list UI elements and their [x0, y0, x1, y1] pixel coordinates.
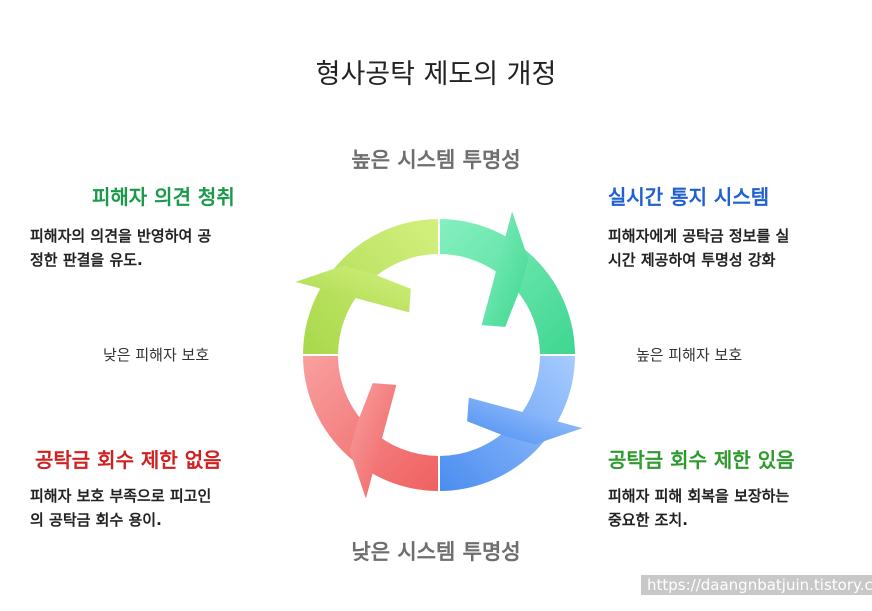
quadrant-top-right-desc-line1: 피해자에게 공탁금 정보를 실 — [608, 227, 790, 245]
quadrant-bottom-right-desc: 피해자 피해 회복을 보장하는 중요한 조치. — [608, 484, 848, 532]
segment-top-left-arrow — [295, 265, 411, 313]
page-title: 형사공탁 제도의 개정 — [315, 59, 557, 90]
cycle-segments — [295, 211, 583, 499]
quadrant-bottom-right-title: 공탁금 회수 제한 있음 — [608, 448, 795, 472]
axis-right-label: 높은 피해자 보호 — [636, 346, 743, 364]
quadrant-bottom-left-desc-line1: 피해자 보호 부족으로 피고인 — [30, 487, 212, 505]
quadrant-bottom-left-desc: 피해자 보호 부족으로 피고인 의 공탁금 회수 용이. — [30, 484, 270, 532]
quadrant-bottom-left-title: 공탁금 회수 제한 없음 — [35, 448, 222, 472]
watermark-url: https://daangnbatjuin.tistory.com — [641, 575, 872, 595]
quadrant-top-left-desc-line1: 피해자의 의견을 반영하여 공 — [30, 227, 212, 245]
quadrant-top-left-title: 피해자 의견 청취 — [92, 185, 235, 209]
axis-top-label: 높은 시스템 투명성 — [351, 148, 521, 172]
quadrant-top-right-desc-line2: 시간 제공하여 투명성 강화 — [608, 251, 776, 269]
segment-top-right-arrow — [481, 211, 529, 327]
segment-bottom-left-arrow — [349, 383, 397, 499]
quadrant-bottom-right-desc-line2: 중요한 조치. — [608, 511, 688, 529]
quadrant-bottom-left-desc-line2: 의 공탁금 회수 용이. — [30, 511, 162, 529]
quadrant-bottom-right-desc-line1: 피해자 피해 회복을 보장하는 — [608, 487, 790, 505]
axis-left-label: 낮은 피해자 보호 — [103, 346, 210, 364]
quadrant-top-right-title: 실시간 통지 시스템 — [608, 185, 770, 209]
quadrant-top-right-desc: 피해자에게 공탁금 정보를 실 시간 제공하여 투명성 강화 — [608, 224, 848, 272]
quadrant-top-left-desc: 피해자의 의견을 반영하여 공 정한 판결을 유도. — [30, 224, 270, 272]
segment-bottom-right-arrow — [467, 397, 583, 445]
axis-bottom-label: 낮은 시스템 투명성 — [351, 540, 521, 564]
quadrant-top-left-desc-line2: 정한 판결을 유도. — [30, 251, 143, 269]
cycle-center — [393, 309, 485, 401]
